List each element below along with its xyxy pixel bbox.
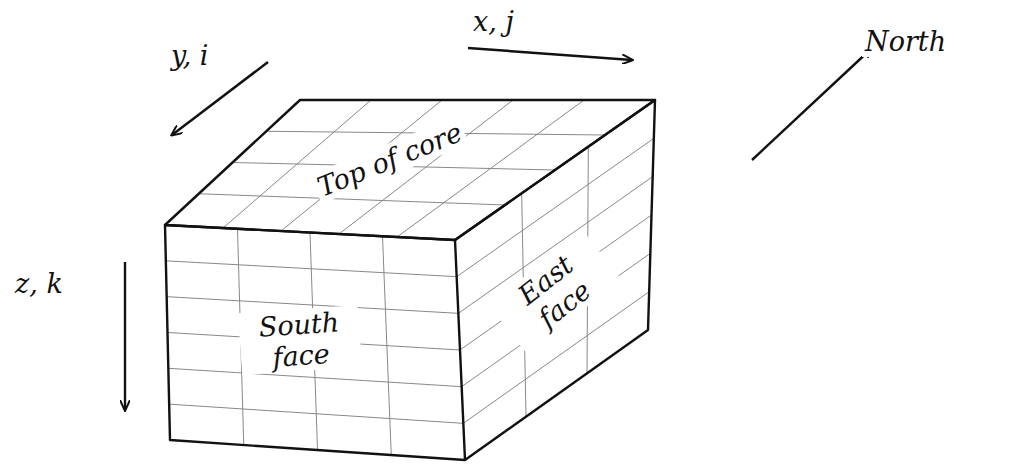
block-outline (165, 100, 655, 460)
face-label: South face (238, 305, 362, 375)
grid-line (168, 368, 461, 386)
grid-line (199, 194, 505, 205)
core-face: Top of core (310, 115, 469, 203)
core-face: South face (238, 305, 362, 375)
axis-label: y, i (168, 40, 211, 71)
axis-label: x, j (470, 6, 517, 37)
core-face: East face (489, 231, 622, 354)
axis-arrows (125, 48, 872, 410)
grid-line (166, 261, 457, 277)
axis-label: z, k (12, 268, 66, 299)
face-label: East face (489, 231, 622, 354)
direction-label: North (862, 26, 949, 57)
grid-line (169, 404, 463, 423)
face-label: Top of core (310, 115, 469, 203)
